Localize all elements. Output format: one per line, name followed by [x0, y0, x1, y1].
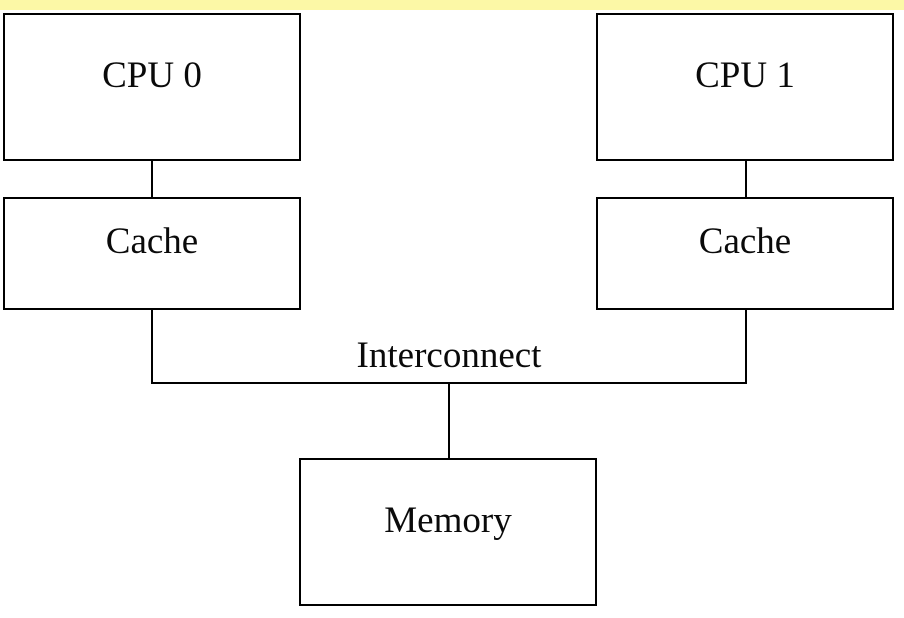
highlight-bar [0, 0, 904, 10]
node-cache1-label: Cache [698, 221, 792, 262]
node-cpu0: CPU 0 [3, 13, 301, 161]
edge-cache0-interconnect [151, 308, 153, 384]
interconnect-label: Interconnect [356, 335, 542, 376]
edge-cache1-interconnect [745, 308, 747, 384]
node-cache0-label: Cache [105, 221, 199, 262]
node-cache0: Cache [3, 197, 301, 310]
node-cpu1: CPU 1 [596, 13, 894, 161]
node-cpu1-label: CPU 1 [695, 54, 795, 96]
edge-cpu1-cache1 [745, 159, 747, 199]
edge-cpu0-cache0 [151, 159, 153, 199]
node-memory-label: Memory [384, 499, 512, 541]
node-cache1: Cache [596, 197, 894, 310]
node-memory: Memory [299, 458, 597, 606]
edge-interconnect-memory [448, 383, 450, 460]
node-cpu0-label: CPU 0 [102, 54, 202, 96]
